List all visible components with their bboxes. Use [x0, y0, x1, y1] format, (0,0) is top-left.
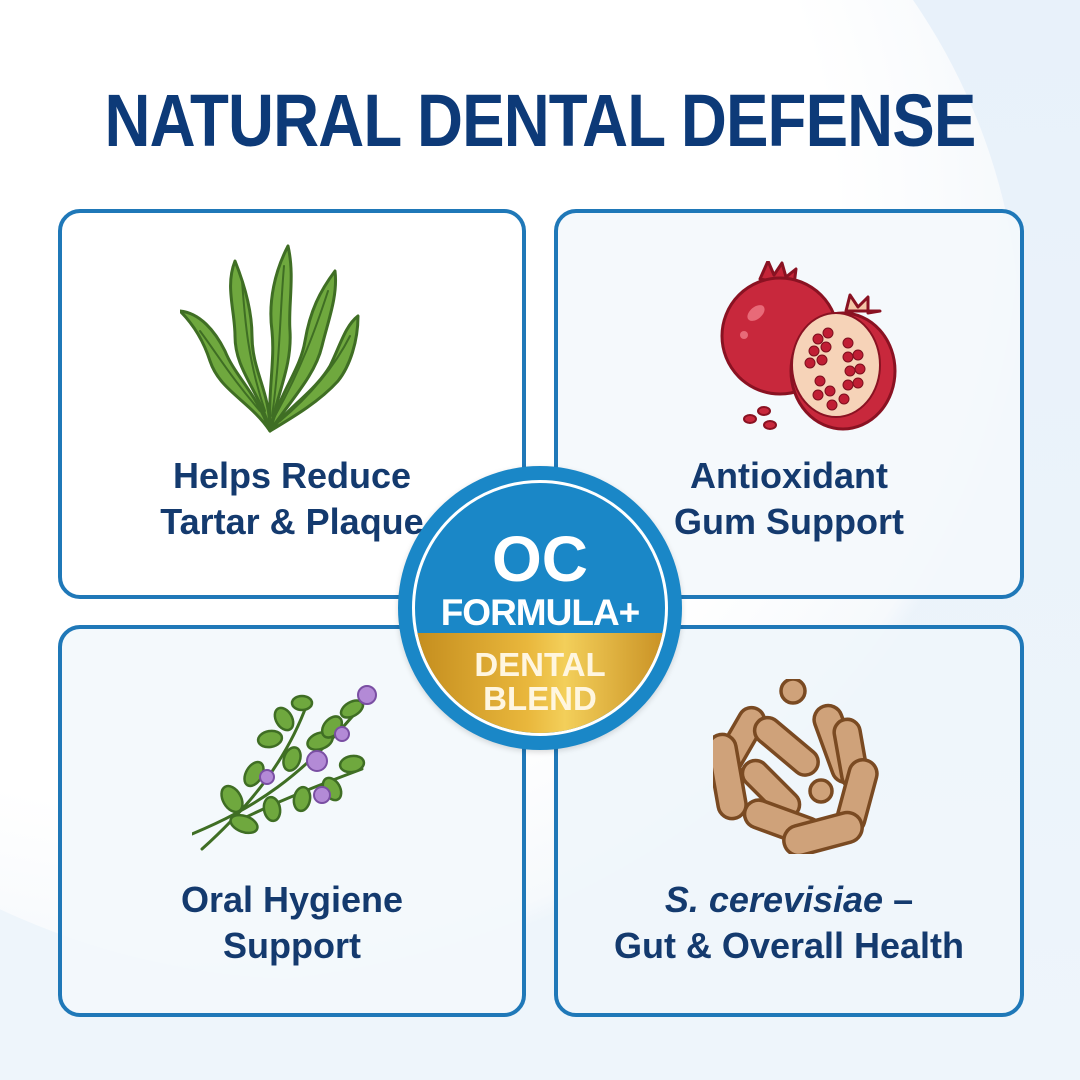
card-label-line2: Tartar & Plaque	[160, 501, 424, 542]
card-label-line2: Gum Support	[674, 501, 904, 542]
probiotic-yeast-icon	[713, 679, 879, 854]
badge-inner-ring: OC FORMULA+ DENTAL BLEND	[412, 480, 668, 736]
badge-blend-text: BLEND	[483, 680, 597, 717]
badge-brand-text: OC	[492, 523, 588, 595]
badge-dental-text: DENTAL	[474, 646, 606, 683]
page-title: NATURAL DENTAL DEFENSE	[104, 79, 977, 162]
card-label-line1: S. cerevisiae –	[558, 877, 1020, 923]
card-label-line1: Antioxidant	[690, 455, 888, 496]
oc-formula-badge: OC FORMULA+ DENTAL BLEND	[398, 466, 682, 750]
dash-separator: –	[883, 879, 914, 920]
species-name: S. cerevisiae	[664, 879, 884, 920]
thyme-icon	[192, 685, 377, 851]
seaweed-icon	[180, 244, 360, 433]
card-label-line2: Gut & Overall Health	[613, 925, 965, 966]
card-label-line2: Support	[223, 925, 361, 966]
badge-gold-band	[415, 633, 665, 733]
card-label-line1: Helps Reduce	[172, 455, 412, 496]
badge-formula-text: FORMULA+	[440, 592, 641, 633]
pomegranate-icon	[720, 261, 897, 431]
card-label-line1: Oral Hygiene	[180, 879, 404, 920]
